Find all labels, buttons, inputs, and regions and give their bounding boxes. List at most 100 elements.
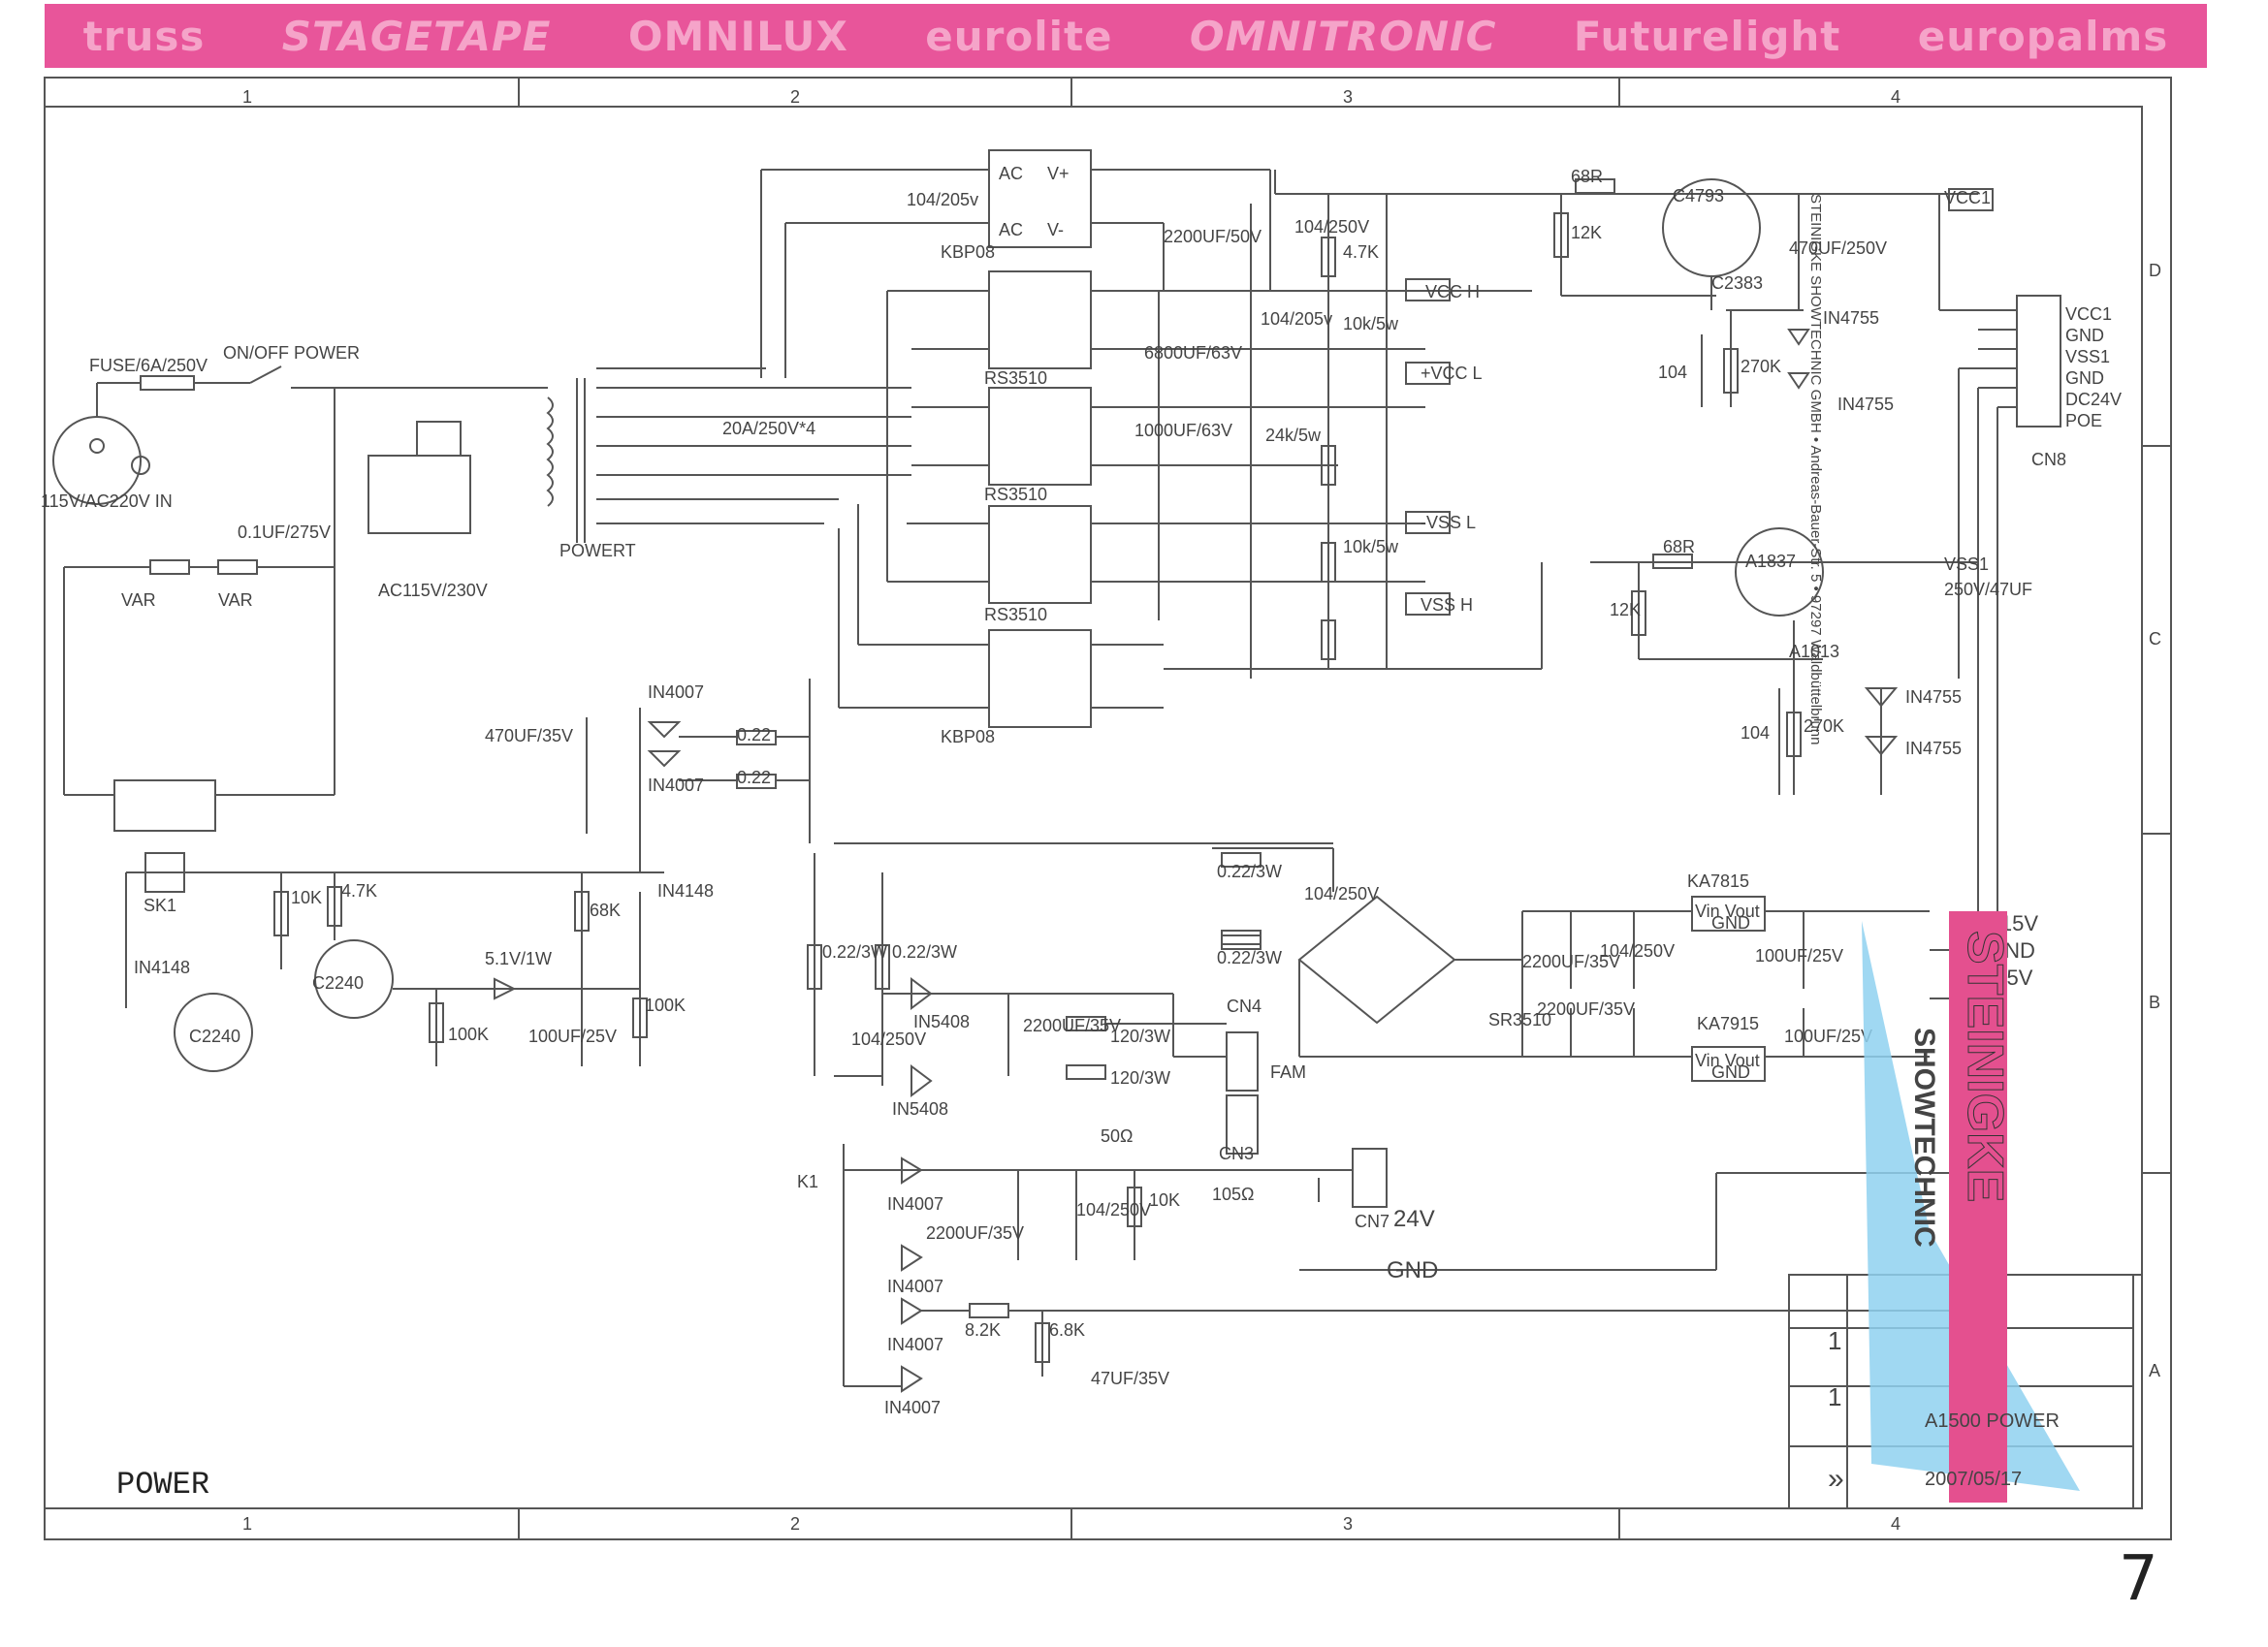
label-c470-35v: 470UF/35V <box>485 726 573 745</box>
label-in4007-e: IN4007 <box>887 1335 943 1354</box>
label-gnd-big: GND <box>1387 1257 1438 1283</box>
inner-frame <box>44 106 2143 1509</box>
label-in4755-c: IN4755 <box>1905 687 1962 707</box>
label-c6800-63v: 6800UF/63V <box>1144 343 1242 363</box>
row-label-d: D <box>2149 261 2161 280</box>
steinigke-logo-triangle <box>1862 921 2080 1491</box>
cn8-pin-6: POE <box>2065 411 2102 430</box>
connector-cn4-fan-1 <box>1226 1031 1259 1092</box>
label-r022-b: 0.22 <box>737 768 771 787</box>
label-r10k-5w: 10k/5w <box>1343 314 1399 333</box>
label-vin-vout-a: Vin Vout <box>1695 902 1760 921</box>
label-in4007-c: IN4007 <box>887 1194 943 1214</box>
bridge-rs3510-3 <box>988 505 1092 604</box>
label-z5.1v: 5.1V/1W <box>485 949 552 968</box>
label-cn4-fan: CN4 <box>1227 997 1262 1016</box>
title-block-title: A1500 POWER <box>1925 1410 2060 1432</box>
label-c104-lower: 104 <box>1741 723 1770 743</box>
cn8-pin-2: GND <box>2065 326 2104 345</box>
label-mains: 115V/AC220V IN <box>41 491 173 511</box>
col-label-1-bottom: 1 <box>242 1514 252 1534</box>
row-label-a: A <box>2149 1361 2160 1380</box>
bridge-kbp08-bottom <box>988 629 1092 728</box>
label-in4007-a: IN4007 <box>648 682 704 702</box>
fuse-symbol <box>140 375 195 391</box>
bridge-rs3510-1 <box>988 270 1092 369</box>
label-sk1: SK1 <box>144 896 176 915</box>
cn8-pin-3: VSS1 <box>2065 347 2110 366</box>
label-in4148-a: IN4148 <box>134 958 190 977</box>
label-c1000-63v: 1000UF/63V <box>1134 421 1232 440</box>
label-c104-250v: 104/250V <box>1294 217 1369 237</box>
handwritten-power-label: POWER <box>116 1467 209 1503</box>
label-vminus: V- <box>1047 220 1064 239</box>
label-in5408-b: IN5408 <box>892 1099 948 1119</box>
brand-banner: truss STAGETAPE OMNILUX eurolite OMNITRO… <box>45 4 2207 68</box>
label-c104-250v-d: 104/250V <box>1076 1200 1151 1219</box>
label-r120-3w-b: 120/3W <box>1110 1068 1170 1088</box>
label-r100k-b: 100K <box>645 996 686 1015</box>
steinigke-address-vertical: STEINIGKE SHOWTECHNIC GMBH • Andreas-Bau… <box>1807 194 1824 744</box>
label-ac-select: AC115V/230V <box>378 581 488 600</box>
label-r10k-5w: 10k/5w <box>1343 537 1399 556</box>
label-var2: VAR <box>218 590 253 610</box>
label-vss1-rail: VSS1 <box>1944 554 1989 574</box>
label-r270k-lower: 270K <box>1804 716 1844 736</box>
label-kbp08-top: KBP08 <box>941 242 995 262</box>
label-c2383: C2383 <box>1711 273 1763 293</box>
label-c2240-a: C2240 <box>189 1027 240 1046</box>
label-r270k-upper: 270K <box>1741 357 1781 376</box>
label-cn8: CN8 <box>2031 450 2066 469</box>
label-r12k-top: 12K <box>1571 223 1602 242</box>
label-onoff: ON/OFF POWER <box>223 343 360 363</box>
connector-cn4-fan-2 <box>1226 1094 1259 1155</box>
label-fuse-20a: 20A/250V*4 <box>722 419 815 438</box>
brand-omnilux: OMNILUX <box>627 12 848 60</box>
label-r8.2k: 8.2K <box>965 1320 1001 1340</box>
brand-omnitronic: OMNITRONIC <box>1189 12 1497 60</box>
transistor-c2240-a <box>174 993 253 1072</box>
label-r105: 105Ω <box>1212 1185 1255 1204</box>
title-block-rev-2: 1 <box>1828 1382 1841 1411</box>
col-label-2-bottom: 2 <box>790 1514 800 1534</box>
label-ka7915: KA7915 <box>1697 1014 1759 1033</box>
brand-futurelight: Futurelight <box>1573 12 1841 60</box>
label-a1013: A1013 <box>1789 642 1839 661</box>
brand-eurolite: eurolite <box>925 12 1113 60</box>
label-c47-35v: 47UF/35V <box>1091 1369 1169 1388</box>
label-vss-l: -VSS L <box>1421 513 1476 532</box>
label-gnd-ka7915: GND <box>1711 1062 1750 1082</box>
title-block-rev-1: 1 <box>1828 1326 1841 1355</box>
steinigke-logo-text: STEINIGKE <box>1957 931 2013 1202</box>
row-label-c: C <box>2149 629 2161 649</box>
label-in4148-b: IN4148 <box>657 881 714 901</box>
label-r022-a: 0.22 <box>737 725 771 744</box>
label-r022-3w-b: 0.22/3W <box>1217 948 1282 967</box>
outer-frame <box>44 77 2172 1540</box>
label-c2200-35v-b: 2200UF/35V <box>926 1223 1024 1243</box>
label-var1: VAR <box>121 590 156 610</box>
label-in4755-b: IN4755 <box>1837 395 1894 414</box>
label-c470-250v: 470UF/250V <box>1789 238 1887 258</box>
brand-europalms: europalms <box>1917 12 2169 60</box>
label-vcc-l: +VCC L <box>1421 364 1483 383</box>
label-c104-205v: 104/205v <box>1261 309 1332 329</box>
label-c104-250v-e: 104/250V <box>1600 941 1675 961</box>
label-sr3510: SR3510 <box>1488 1010 1551 1029</box>
cn8-pin-1: VCC1 <box>2065 304 2112 324</box>
transistor-a1837 <box>1735 527 1824 617</box>
label-in5408-a: IN5408 <box>913 1012 970 1031</box>
label-c2200-50v: 2200UF/50V <box>1164 227 1262 246</box>
label-cap01: 0.1UF/275V <box>238 523 331 542</box>
label-rs3510-2: RS3510 <box>984 485 1047 504</box>
title-block-arrows-icon: » <box>1828 1463 1844 1495</box>
label-k1: K1 <box>797 1172 818 1191</box>
label-r022-3w-d: 0.22/3W <box>892 942 957 962</box>
label-fuse: FUSE/6A/250V <box>89 356 208 375</box>
label-vplus: V+ <box>1047 164 1070 183</box>
label-c100-25v: 100UF/25V <box>528 1027 617 1046</box>
label-vin-vout-b: Vin Vout <box>1695 1051 1760 1070</box>
label-r120-3w-a: 120/3W <box>1110 1027 1170 1046</box>
label-r6.8k: 6.8K <box>1049 1320 1085 1340</box>
